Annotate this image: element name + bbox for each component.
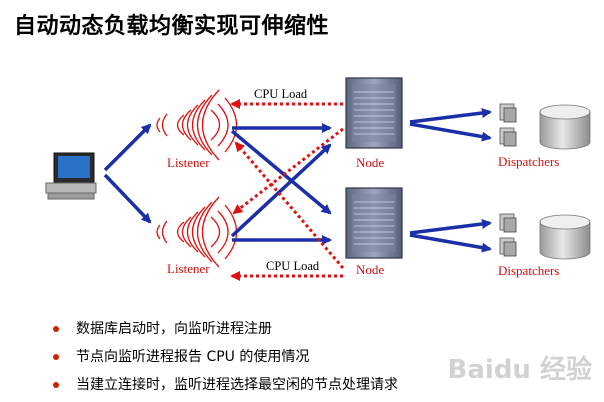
dispatchers-bottom-label: Dispatchers <box>498 263 559 278</box>
node-top-server-icon <box>345 77 403 149</box>
listener-top-signal-icon <box>156 89 238 161</box>
listener-bottom-signal-icon <box>156 196 238 268</box>
listener-to-node-arrows <box>230 123 332 245</box>
dispatchers-top-label: Dispatchers <box>498 154 559 169</box>
cpu-load-report-arrows <box>230 99 345 281</box>
page-title: 自动动态负载均衡实现可伸缩性 <box>14 14 330 39</box>
listener-top-label: Listener <box>167 155 210 170</box>
client-to-listener-arrows <box>103 123 152 224</box>
node-bottom-server-icon <box>345 187 403 259</box>
watermark-logo: Baidu 经验 <box>447 355 592 385</box>
bullet-item: 数据库启动时，向监听进程注册 <box>50 318 398 346</box>
bullet-list: 数据库启动时，向监听进程注册 节点向监听进程报告 CPU 的使用情况 当建立连接… <box>50 318 398 402</box>
dispatchers-bottom-icon <box>499 213 591 260</box>
cpu-load-top-label: CPU Load <box>254 87 308 101</box>
listener-bottom-label: Listener <box>167 261 210 276</box>
node-bottom-label: Node <box>356 262 384 277</box>
bullet-item: 当建立连接时，监听进程选择最空闲的节点处理请求 <box>50 374 398 402</box>
node-to-dispatcher-arrows <box>409 108 492 253</box>
client-computer-icon <box>45 152 97 200</box>
bullet-item: 节点向监听进程报告 CPU 的使用情况 <box>50 346 398 374</box>
node-top-label: Node <box>356 155 384 170</box>
dispatchers-top-icon <box>499 103 591 150</box>
cpu-load-bottom-label: CPU Load <box>266 259 320 273</box>
